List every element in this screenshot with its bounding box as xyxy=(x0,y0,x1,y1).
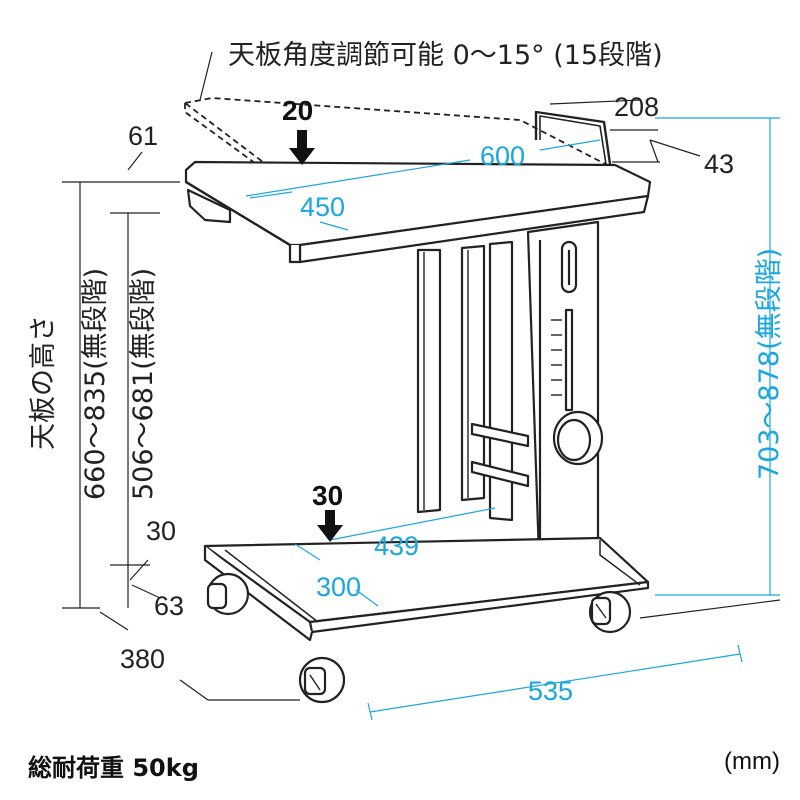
top-step-label: 20 xyxy=(282,95,313,126)
caster-front-left xyxy=(298,656,346,704)
caster-front-right xyxy=(588,590,632,634)
handle-height-label: 43 xyxy=(704,149,734,179)
top-depth-label: 450 xyxy=(300,192,345,222)
step-arrow-shelf xyxy=(317,510,343,542)
edge-61-label: 61 xyxy=(128,121,158,151)
height-scale xyxy=(564,308,574,412)
step-arrow-top xyxy=(289,130,315,165)
shelf-width-label: 439 xyxy=(374,531,419,561)
shelf-depth-label: 300 xyxy=(316,572,361,602)
frame-post-left xyxy=(416,248,442,514)
dimension-lines xyxy=(62,51,781,721)
top-height-label: 天板の高さ xyxy=(28,315,59,450)
unit-label: (mm) xyxy=(724,748,780,775)
caster-63-label: 63 xyxy=(154,591,184,621)
base-depth-label: 380 xyxy=(120,644,165,674)
base-width-label: 535 xyxy=(528,676,573,706)
top-width-label: 600 xyxy=(480,141,525,171)
top-side-plate xyxy=(186,188,232,224)
caster-30-label: 30 xyxy=(146,516,176,546)
frame-post-right xyxy=(488,240,514,522)
desk-drawing xyxy=(184,97,652,704)
load-capacity: 総耐荷重 50kg xyxy=(28,754,199,782)
handle-rail xyxy=(534,110,612,165)
top-height-range: 660〜835(無段階) xyxy=(80,268,111,500)
inner-height-range: 506〜681(無段階) xyxy=(128,268,159,500)
tilt-note: 天板角度調節可能 0〜15° (15段階) xyxy=(228,40,663,71)
caster-back-left xyxy=(206,572,250,616)
shelf-step-label: 30 xyxy=(312,480,343,511)
total-height-range: 703〜878(無段階) xyxy=(754,248,785,480)
handle-width-label: 208 xyxy=(614,92,659,122)
